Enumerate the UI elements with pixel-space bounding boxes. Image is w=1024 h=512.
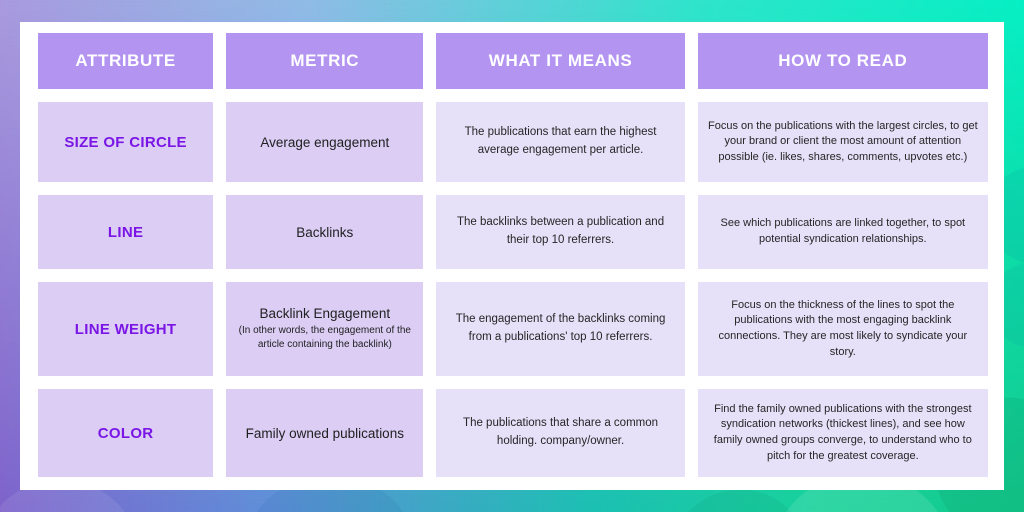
how-to-read-cell-row-4: Find the family owned publications with … bbox=[697, 389, 988, 477]
attribute-cell-size-of-circle: SIZE OF CIRCLE bbox=[38, 102, 214, 182]
what-it-means-cell-row-2: The backlinks between a publication and … bbox=[436, 195, 685, 269]
metric-note: (In other words, the engagement of the a… bbox=[238, 325, 411, 350]
attribute-cell-color: COLOR bbox=[38, 389, 214, 477]
how-to-read-cell-row-1: Focus on the publications with the large… bbox=[697, 102, 988, 182]
attribute-cell-line: LINE bbox=[38, 195, 214, 269]
how-to-read-cell-row-2: See which publications are linked togeth… bbox=[697, 195, 988, 269]
column-header-how-to-read: HOW TO READ bbox=[697, 33, 988, 89]
how-to-read-cell-row-3: Focus on the thickness of the lines to s… bbox=[697, 282, 988, 376]
column-header-what-it-means: WHAT IT MEANS bbox=[436, 33, 685, 89]
legend-table-card: ATTRIBUTE METRIC WHAT IT MEANS HOW TO RE… bbox=[20, 22, 1004, 490]
column-header-metric: METRIC bbox=[226, 33, 424, 89]
what-it-means-cell-row-4: The publications that share a common hol… bbox=[436, 389, 685, 477]
metric-cell-family-owned-publications: Family owned publications bbox=[226, 389, 424, 477]
what-it-means-cell-row-1: The publications that earn the highest a… bbox=[436, 102, 685, 182]
metric-cell-backlinks: Backlinks bbox=[226, 195, 424, 269]
what-it-means-cell-row-3: The engagement of the backlinks coming f… bbox=[436, 282, 685, 376]
metric-label: Backlink Engagement bbox=[259, 306, 391, 321]
column-header-attribute: ATTRIBUTE bbox=[38, 33, 214, 89]
attribute-cell-line-weight: LINE WEIGHT bbox=[38, 282, 214, 376]
metric-cell-backlink-engagement: Backlink Engagement (In other words, the… bbox=[226, 282, 424, 376]
legend-table: ATTRIBUTE METRIC WHAT IT MEANS HOW TO RE… bbox=[38, 33, 988, 477]
metric-cell-average-engagement: Average engagement bbox=[226, 102, 424, 182]
